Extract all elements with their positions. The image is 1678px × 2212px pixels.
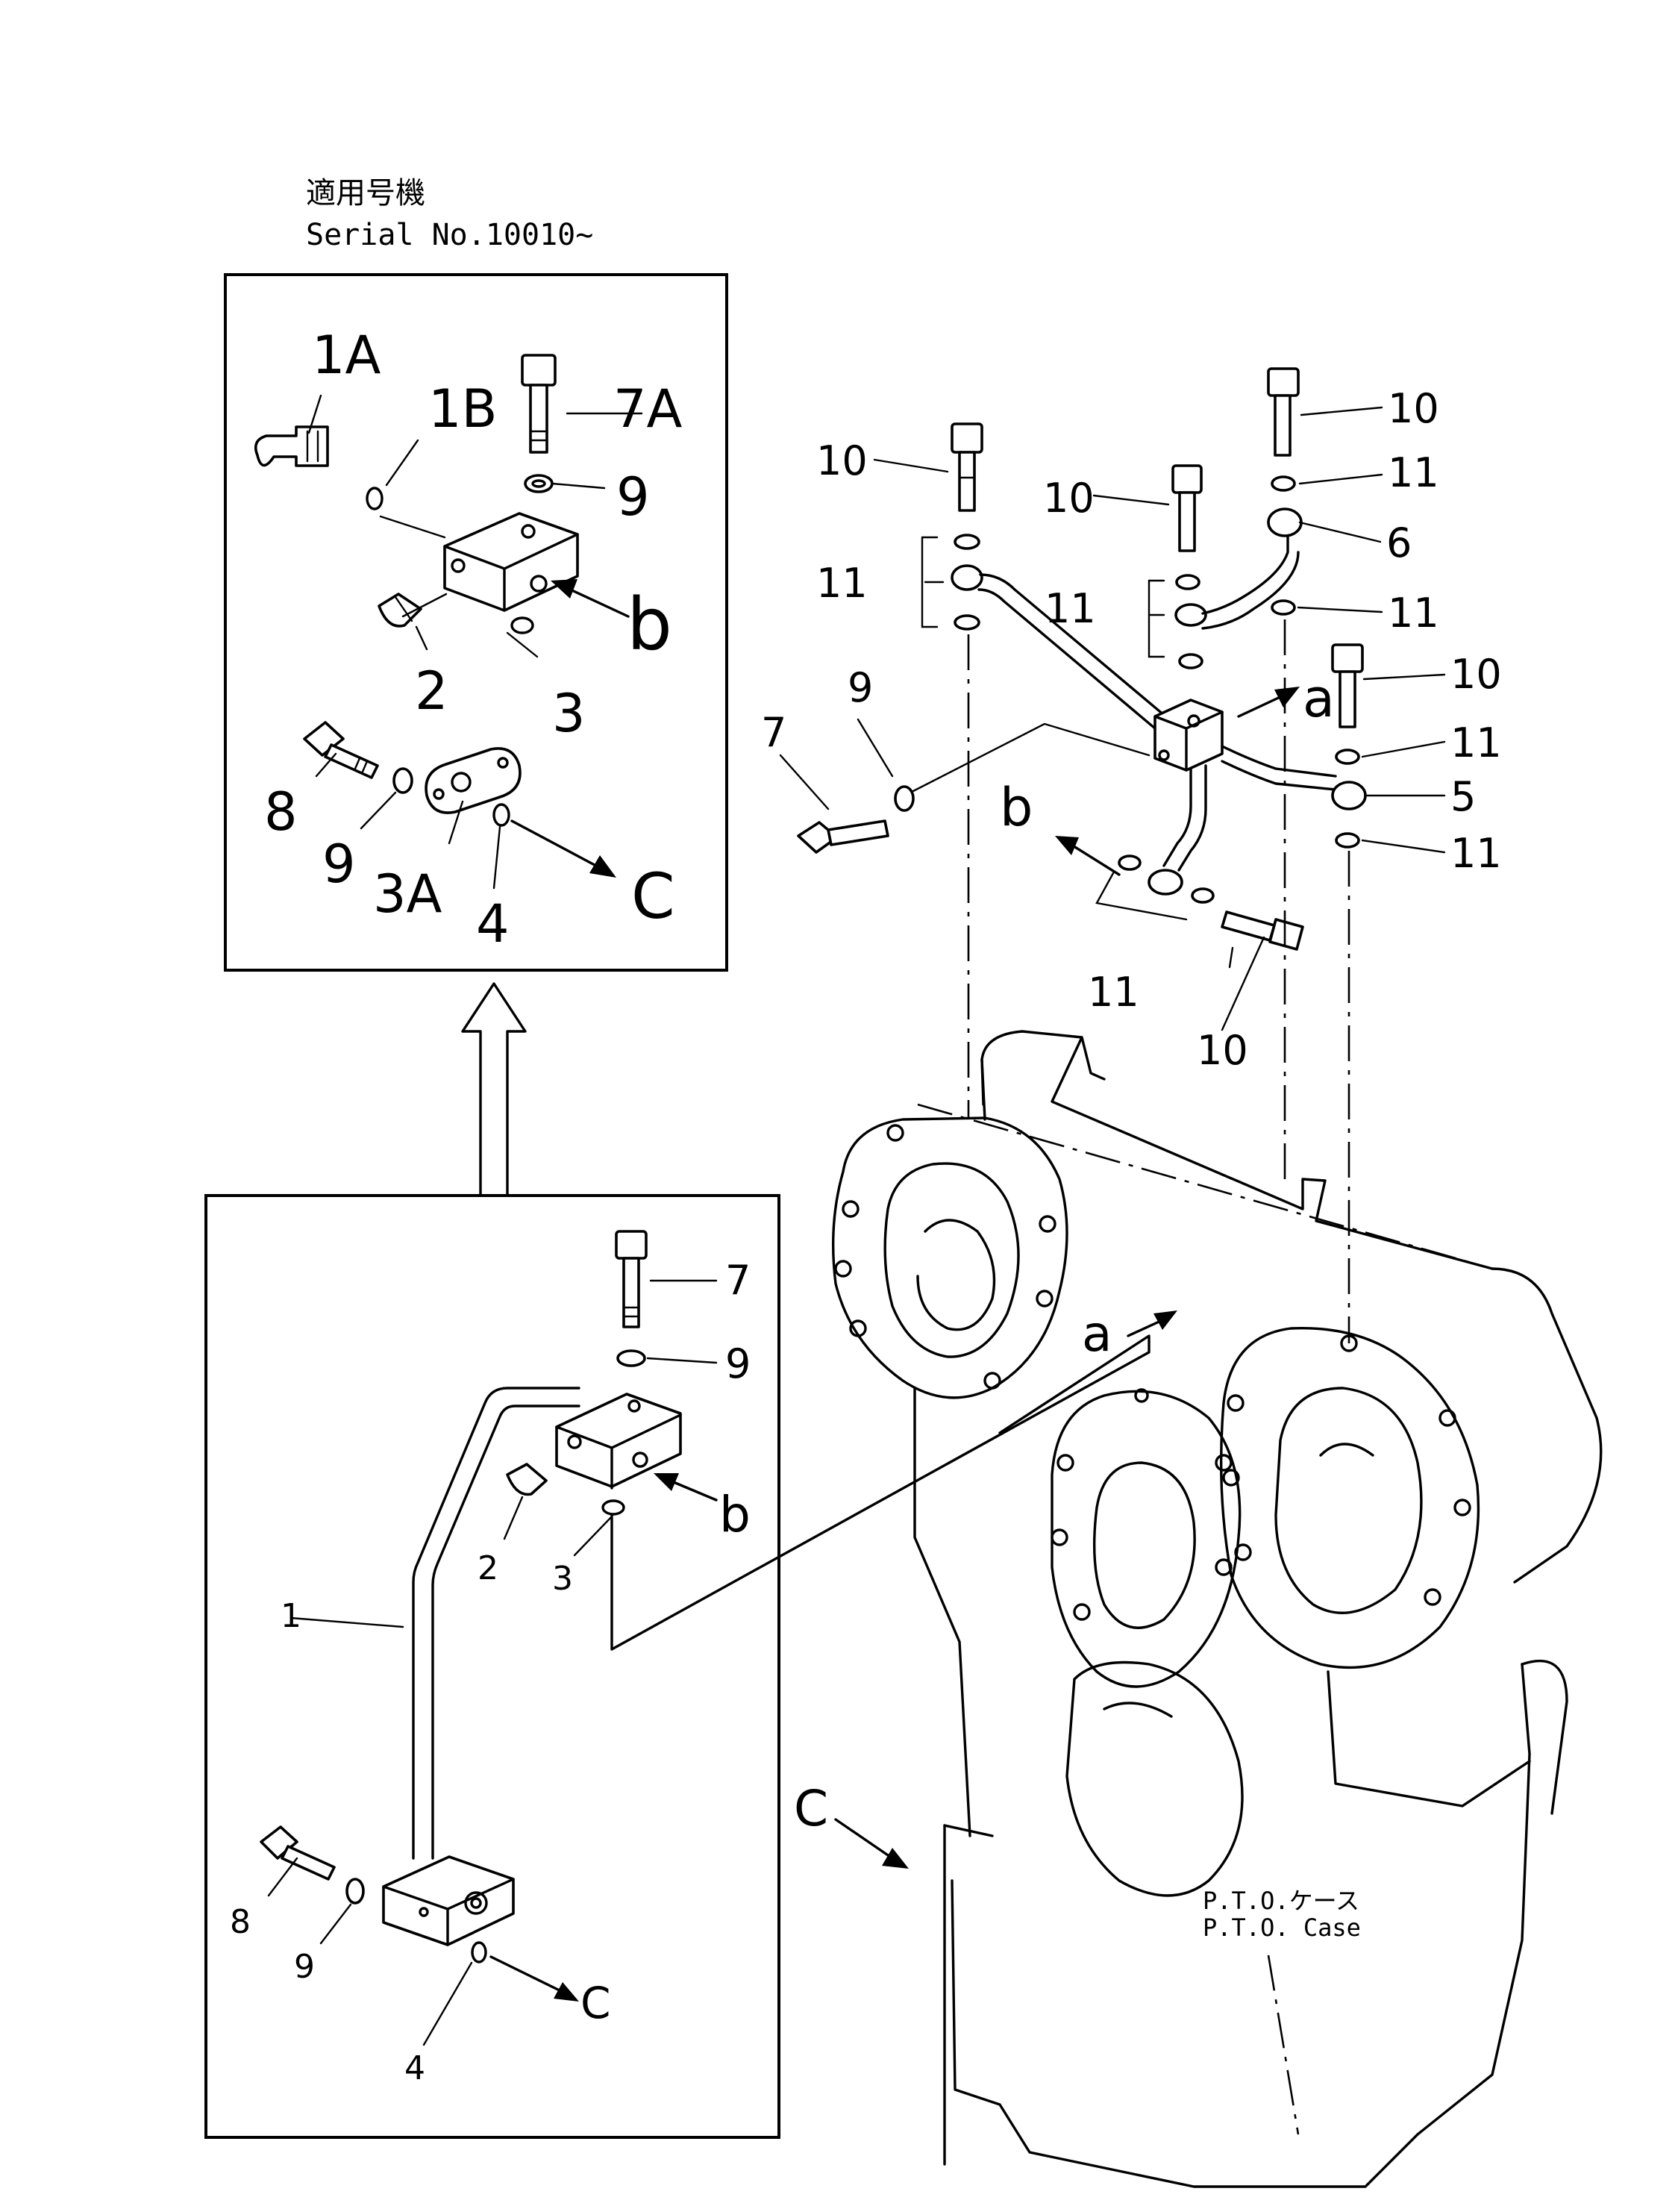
flange-3a [425,747,522,814]
washer-9-lower [392,767,413,794]
callout-11c: 11 [1388,449,1439,496]
plug-2 [506,1463,548,1496]
callout-b: b [627,583,672,666]
callout-11b: 11 [1045,585,1096,632]
oil-tube-1 [412,1387,580,1860]
callout-3: 3 [552,1560,573,1598]
callout-9-lower: 9 [322,834,356,895]
callout-7: 7 [761,709,786,756]
callout-8: 8 [230,1903,251,1941]
callout-3: 3 [552,683,586,744]
callout-9-lower: 9 [294,1948,315,1986]
callout-a: a [1303,668,1335,729]
left-flange [831,1116,1068,1399]
serial-number-label: Serial No.10010~ [306,218,593,252]
callout-7a: 7A [613,378,683,440]
callout-10b: 10 [1043,475,1095,522]
callout-4: 4 [476,893,510,955]
elbow-fitting-1a [254,425,329,467]
callout-a-case: a [1082,1305,1112,1363]
main-piping-assembly: 10 11 10 11 10 11 6 11 10 11 5 11 9 7 a … [761,367,1502,1074]
main-junction-block [1153,699,1224,772]
callout-1a: 1A [312,325,381,386]
washer-9 [524,474,554,493]
bolt-7a [521,354,557,454]
plug-2 [378,593,422,628]
callout-c: C [794,1780,828,1837]
serial-header: 適用号機 Serial No.10010~ [306,176,593,252]
junction-block-lower [555,1393,682,1490]
junction-block [443,512,579,612]
callout-7: 7 [725,1257,751,1304]
callout-10a: 10 [816,437,868,484]
end-block [382,1855,515,1946]
bolt-7 [615,1230,648,1328]
pipe-5 [1221,745,1337,778]
pipe-6 [1201,521,1289,615]
callout-8: 8 [264,781,298,843]
o-ring-4 [471,1941,487,1963]
pto-case: C a P.T.O.ケース P.T.O. Case [794,1030,1603,2188]
case-label-en: P.T.O. Case [1203,1913,1361,1942]
callout-1b: 1B [428,378,498,440]
upper-inset-box: 1A 1B 7A 9 b 2 3 8 9 3A 4 C [224,273,728,972]
bolt-10-middle [1171,464,1203,552]
middle-flange [1051,1388,1242,1688]
connection-leader-3 [610,1336,1151,1651]
callout-1: 1 [281,1597,301,1635]
callout-11g: 11 [1088,969,1139,1016]
callout-3a: 3A [373,863,442,925]
callout-2: 2 [415,660,448,722]
callout-9: 9 [616,466,650,528]
case-label-jp: P.T.O.ケース [1203,1887,1359,1915]
o-ring-3 [510,616,534,634]
callout-c: C [631,860,675,933]
callout-b: b [719,1486,751,1543]
callout-11e: 11 [1450,719,1502,766]
callout-10d: 10 [1450,651,1502,698]
bolt-8 [303,721,379,779]
applicable-machine-label: 適用号機 [306,176,425,210]
lower-inset-box: 7 9 b 1 2 3 8 9 4 C [204,1194,780,2139]
washer-9-lower [345,1878,365,1905]
callout-11f: 11 [1450,830,1502,877]
o-ring-1b [366,487,384,510]
o-ring-4 [492,803,510,827]
washer-9 [616,1349,646,1367]
bolt-7-main [797,819,889,854]
callout-9: 9 [848,664,873,711]
callout-9: 9 [725,1340,751,1387]
bolt-10-right-top [1267,367,1300,457]
up-arrow [461,982,527,1197]
bolt-10-right-mid [1331,643,1364,728]
callout-11d: 11 [1388,590,1439,637]
bolt-10-left [951,422,983,512]
callout-b: b [1000,777,1033,838]
callout-4: 4 [404,2049,425,2087]
callout-10c: 10 [1388,385,1439,432]
o-ring-3 [601,1499,625,1516]
callout-10e: 10 [1197,1027,1248,1074]
callout-2: 2 [478,1549,498,1587]
right-flange [1219,1326,1480,1669]
bolt-8 [260,1825,336,1881]
callout-6: 6 [1386,519,1412,566]
callout-c: C [580,1978,611,2028]
bolt-10-bottom [1221,910,1304,951]
callout-5: 5 [1450,773,1476,820]
callout-11a: 11 [816,560,868,607]
